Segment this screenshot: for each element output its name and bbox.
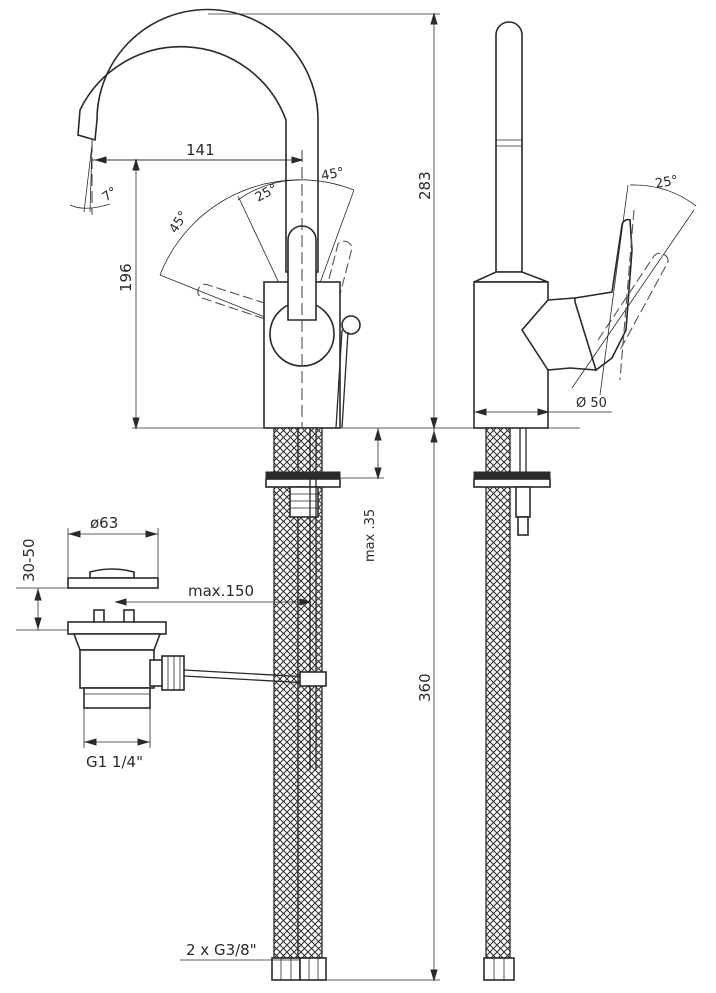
dim-handle-angle-right: 45° xyxy=(320,165,345,184)
dim-body-diameter: Ø 50 xyxy=(576,396,607,411)
front-hoses xyxy=(265,427,341,981)
popup-knob xyxy=(341,315,361,335)
dim-spout-tilt: 7° xyxy=(100,185,121,206)
dim-hose-thread: 2 x G3/8" xyxy=(186,941,257,959)
handle-ghost-right xyxy=(321,240,353,311)
dim-hose-length: 360 xyxy=(416,673,434,702)
front-view xyxy=(69,8,361,500)
dim-drain-thread: G1 1/4" xyxy=(86,753,143,771)
dim-rod-length: max.150 xyxy=(188,582,254,600)
dim-deck-thickness: max .35 xyxy=(363,509,378,562)
dim-spout-height: 196 xyxy=(117,263,135,292)
spout xyxy=(77,8,319,273)
dim-drain-diameter: ø63 xyxy=(90,514,118,532)
dimension-lines xyxy=(16,12,612,982)
drain-assembly xyxy=(67,568,327,709)
dim-spout-reach: 141 xyxy=(186,141,215,159)
dim-handle-angle-side: 25° xyxy=(654,173,679,192)
side-body xyxy=(473,281,549,429)
side-view xyxy=(473,21,697,981)
dim-total-height: 283 xyxy=(416,171,434,200)
side-spout xyxy=(495,21,523,273)
dim-handle-angle-small: 25° xyxy=(253,181,280,205)
dim-drain-height: 30-50 xyxy=(20,538,38,582)
dimension-labels: 141 283 196 7° 45° 45° 25° 25° Ø 50 max … xyxy=(20,141,679,959)
dim-handle-angle-left: 45° xyxy=(167,209,192,236)
side-hose xyxy=(485,427,511,959)
